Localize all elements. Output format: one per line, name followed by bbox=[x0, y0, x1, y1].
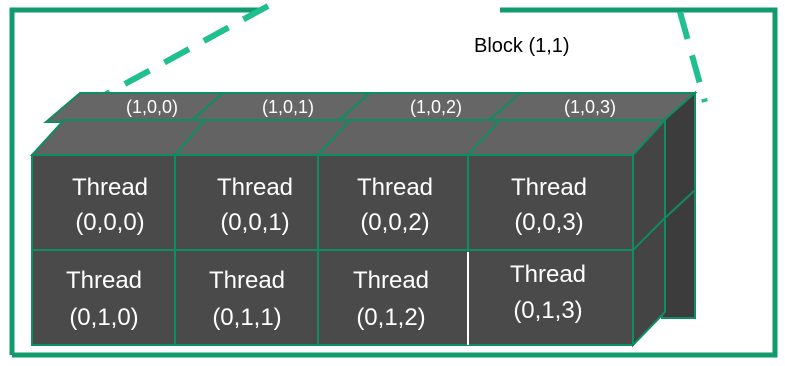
dashed-perspective-line-right bbox=[677, 11, 708, 103]
thread-index: (0,1,3) bbox=[513, 297, 582, 324]
dashed-perspective-line-left bbox=[88, 3, 270, 106]
thread-row-0: Thread (0,0,0) Thread (0,0,1) Thread (0,… bbox=[31, 154, 634, 251]
thread-cube bbox=[31, 249, 176, 346]
thread-cube bbox=[174, 154, 319, 251]
back-cube-label: (1,0,1) bbox=[262, 97, 314, 117]
thread-label: Thread bbox=[357, 174, 433, 201]
thread-cube bbox=[467, 154, 634, 251]
thread-index: (0,0,1) bbox=[220, 209, 289, 236]
front-row-tops bbox=[29, 119, 668, 156]
thread-index: (0,1,0) bbox=[69, 304, 138, 331]
front-row-side-divider bbox=[632, 217, 666, 251]
thread-cube bbox=[317, 154, 469, 251]
back-cube-label: (1,0,0) bbox=[126, 97, 178, 117]
thread-index: (0,0,3) bbox=[514, 209, 583, 236]
thread-label: Thread bbox=[66, 267, 142, 294]
block-label: Block (1,1) bbox=[474, 35, 570, 57]
thread-cube bbox=[467, 249, 634, 346]
back-row-side-divider bbox=[664, 189, 696, 219]
thread-label: Thread bbox=[217, 174, 293, 201]
thread-label: Thread bbox=[511, 174, 587, 201]
thread-cube bbox=[317, 249, 469, 346]
back-cube-label: (1,0,3) bbox=[564, 97, 616, 117]
thread-label: Thread bbox=[209, 267, 285, 294]
thread-row-1: Thread (0,1,0) Thread (0,1,1) Thread (0,… bbox=[31, 249, 634, 346]
back-row: (1,0,0) (1,0,1) (1,0,2) (1,0,3) bbox=[43, 92, 698, 123]
thread-index: (0,1,2) bbox=[356, 304, 425, 331]
thread-label: Thread bbox=[353, 267, 429, 294]
thread-index: (0,1,1) bbox=[212, 304, 281, 331]
front-cube-top bbox=[465, 119, 668, 156]
back-cube-label: (1,0,2) bbox=[410, 97, 462, 117]
thread-index: (0,0,2) bbox=[360, 209, 429, 236]
block-frame bbox=[9, 7, 778, 358]
thread-index: (0,0,0) bbox=[75, 209, 144, 236]
thread-label: Thread bbox=[72, 174, 148, 201]
thread-label: Thread bbox=[510, 261, 586, 288]
front-row-side bbox=[632, 117, 666, 348]
